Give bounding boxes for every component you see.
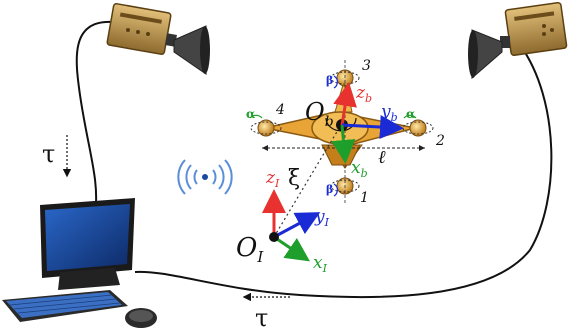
wifi-icon xyxy=(177,159,233,195)
z-inertial-label: zI xyxy=(265,168,280,190)
camera-right-icon xyxy=(468,1,568,80)
x-body-label: xb xyxy=(351,158,368,180)
tau-bottom-label: τ xyxy=(255,304,268,332)
beta-label-top: β xyxy=(326,74,333,87)
x-body-axis xyxy=(331,124,356,164)
origin-body-label: Ob xyxy=(305,98,334,130)
origin-inertial-point xyxy=(269,232,279,242)
rotor-2-label: 2 xyxy=(435,133,445,149)
rotor-4-label: 4 xyxy=(275,102,285,118)
y-body-label: yb xyxy=(380,102,398,124)
origin-inertial-label: OI xyxy=(236,233,264,266)
rotor-1-label: 1 xyxy=(360,190,369,206)
tau-left-label: τ xyxy=(42,140,55,168)
z-body-axis xyxy=(333,82,357,126)
alpha-label-left: α xyxy=(246,107,255,121)
beta-label-bottom: β xyxy=(326,183,333,196)
rotor-4 xyxy=(250,119,282,137)
y-inertial-axis xyxy=(273,212,321,239)
cable-left xyxy=(75,20,113,216)
computer-icon xyxy=(2,198,157,328)
rotor-3-label: 3 xyxy=(362,58,371,74)
xi-label: ξ xyxy=(288,166,300,191)
y-body-axis xyxy=(341,115,404,140)
ell-label: ℓ xyxy=(378,147,386,168)
xi-vector xyxy=(273,129,339,238)
x-inertial-label: xI xyxy=(313,253,328,275)
alpha-label-right: α xyxy=(406,107,415,121)
x-inertial-axis xyxy=(273,235,310,262)
z-body-label: zb xyxy=(355,83,372,105)
y-inertial-label: yI xyxy=(314,207,330,229)
camera-left-icon xyxy=(106,3,210,75)
cable-right xyxy=(134,44,553,299)
rotor-2 xyxy=(402,119,434,137)
